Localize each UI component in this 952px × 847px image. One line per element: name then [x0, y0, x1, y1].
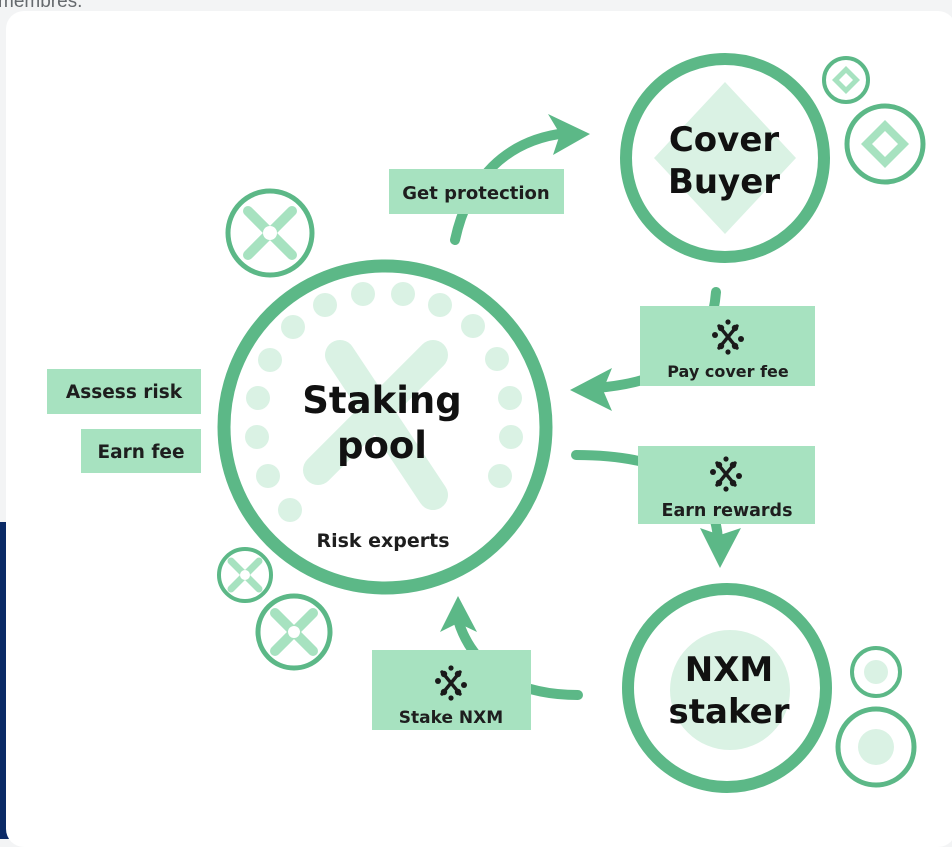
arrowheads	[440, 114, 741, 632]
get-protection-text: Get protection	[402, 183, 549, 204]
pool-x-watermark-icon	[303, 340, 448, 510]
arrow-icon	[700, 528, 741, 568]
pay-cover-fee-text: Pay cover fee	[667, 362, 789, 381]
cover-buyer-node: Cover Buyer	[620, 53, 830, 263]
pool-title-line2: pool	[337, 424, 427, 467]
stake-nxm-text: Stake NXM	[399, 708, 503, 728]
decor-dot-large	[835, 706, 917, 788]
buyer-title-line2: Buyer	[668, 162, 780, 202]
decor-x-small-bottom	[217, 547, 273, 603]
pool-title-line1: Staking	[302, 379, 461, 422]
staker-watermark-icon	[670, 630, 790, 750]
arrow-get-protection	[450, 128, 571, 245]
label-stake-nxm: Stake NXM	[372, 650, 531, 730]
staking-pool-node: Staking pool Risk experts	[217, 259, 553, 595]
label-assess-risk: Assess risk	[47, 369, 201, 414]
top-text: membres.	[0, 0, 83, 12]
earn-fee-text: Earn fee	[98, 442, 185, 463]
decor-x-bottom	[255, 593, 333, 671]
nxm-staker-node: NXM staker	[622, 583, 832, 793]
buyer-title-line1: Cover	[669, 120, 780, 160]
pool-subtitle: Risk experts	[316, 530, 449, 552]
label-pay-cover-fee: Pay cover fee	[640, 306, 815, 386]
decor-dot-small	[850, 646, 902, 698]
circle-dot-icon	[864, 660, 888, 684]
decor-diamond-large	[844, 103, 926, 185]
label-earn-rewards: Earn rewards	[638, 446, 815, 524]
earn-rewards-text: Earn rewards	[662, 501, 793, 521]
arrow-icon	[548, 114, 590, 155]
label-get-protection: Get protection	[389, 169, 564, 214]
staker-title-line1: NXM	[685, 650, 774, 690]
pool-dot-ring	[245, 282, 523, 522]
buyer-diamond-watermark-icon	[654, 82, 796, 234]
staker-title-line2: staker	[669, 692, 790, 732]
decor-diamond-small	[822, 56, 870, 104]
assess-risk-text: Assess risk	[66, 382, 183, 403]
decor-x-top-left	[225, 188, 315, 278]
circle-dot-icon	[858, 729, 894, 765]
arrow-icon	[440, 596, 477, 632]
arrow-icon	[570, 368, 612, 411]
label-earn-fee: Earn fee	[81, 429, 201, 473]
